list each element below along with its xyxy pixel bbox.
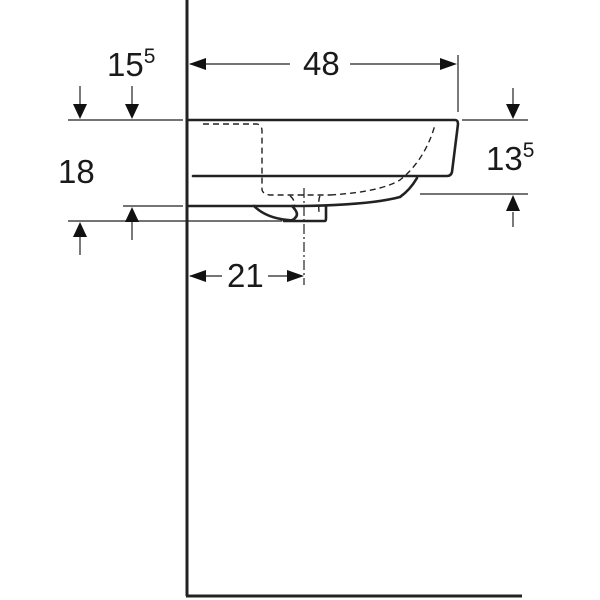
label-right-height: 135 (486, 139, 534, 177)
basin-outline (187, 118, 460, 223)
dimension-drain-offset (189, 270, 304, 282)
dimension-left-height (68, 205, 282, 255)
label-drain-offset: 21 (227, 257, 264, 294)
label-top-offset: 155 (107, 45, 155, 83)
label-width: 48 (303, 45, 340, 82)
label-left-height: 18 (58, 153, 95, 190)
dimension-top-offset (68, 86, 183, 121)
dimension-right-height (420, 88, 528, 227)
dimension-width (189, 55, 459, 112)
wall-floor (185, 0, 522, 598)
